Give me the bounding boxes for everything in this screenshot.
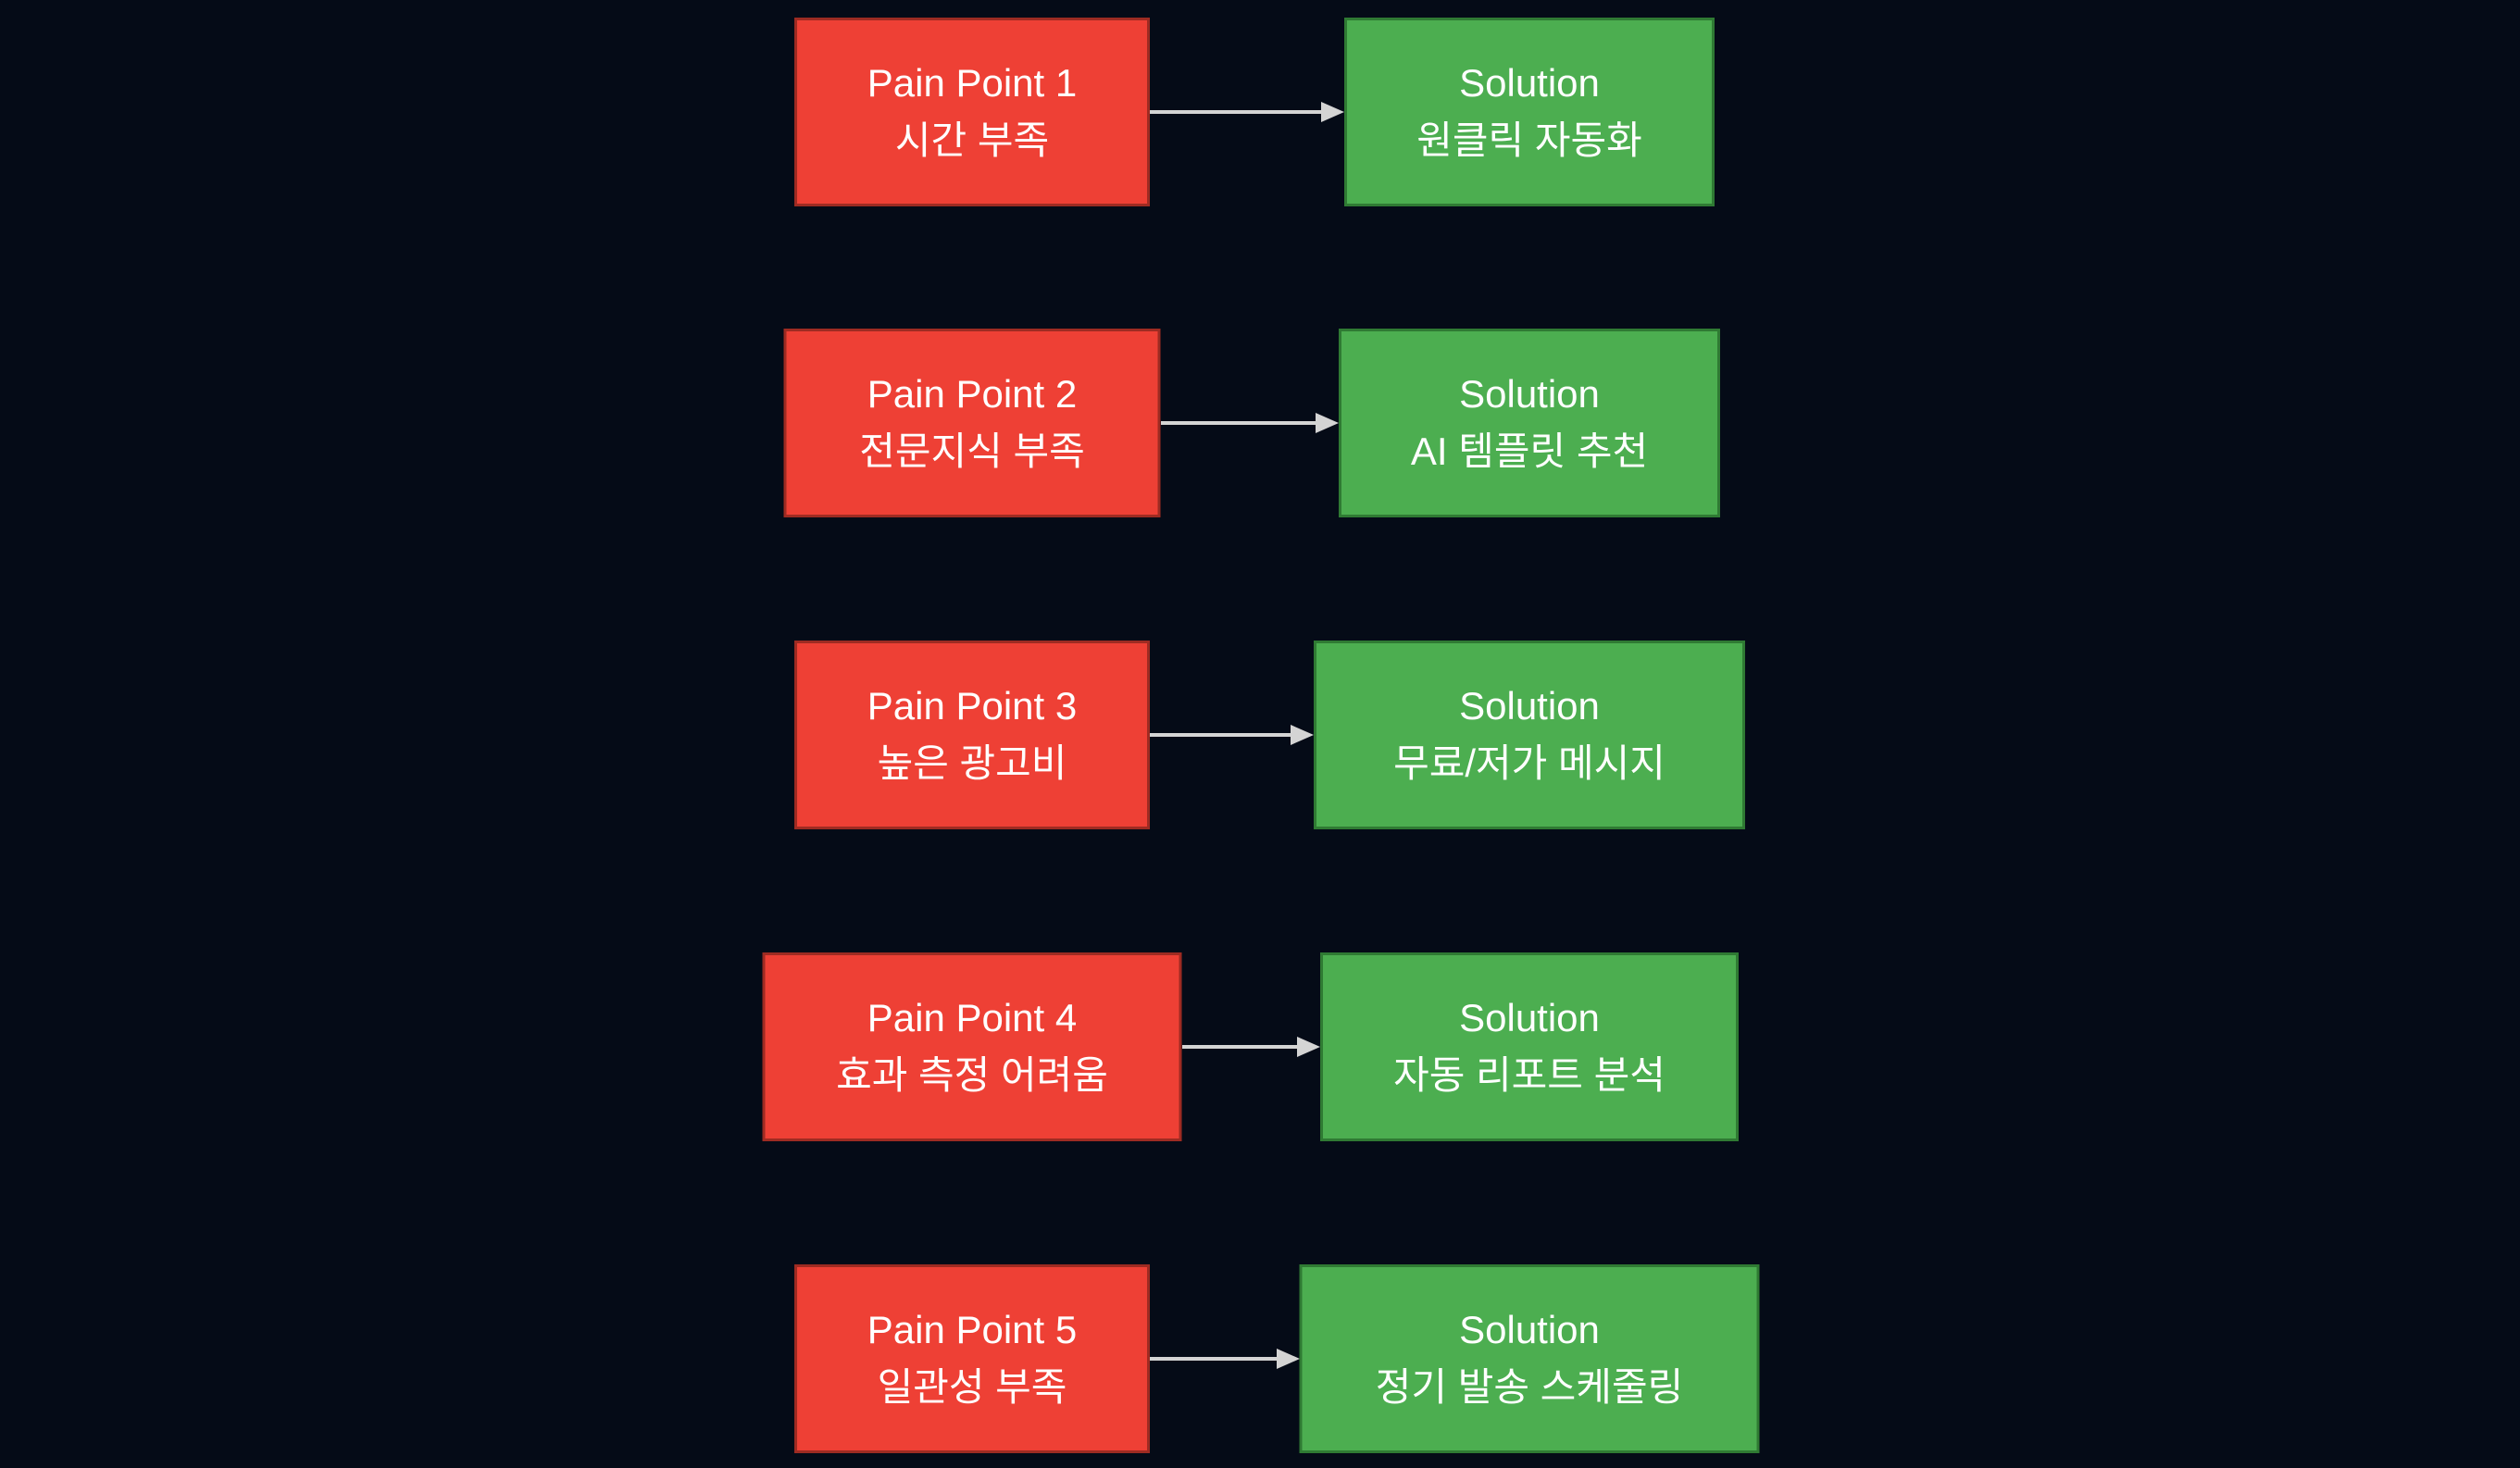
solution-subtitle: 자동 리포트 분석	[1393, 1053, 1665, 1097]
arrow-connector	[1182, 1037, 1320, 1057]
arrow-connector	[1150, 1349, 1300, 1369]
pain-point-subtitle: 효과 측정 어려움	[836, 1053, 1108, 1097]
pain-point-title: Pain Point 2	[867, 372, 1078, 416]
solution-box: Solution AI 템플릿 추천	[1339, 329, 1720, 517]
solution-box: Solution 원클릭 자동화	[1344, 18, 1715, 206]
pain-point-box: Pain Point 2 전문지식 부족	[783, 329, 1161, 517]
solution-subtitle: 무료/저가 메시지	[1393, 741, 1665, 785]
pain-point-subtitle: 높은 광고비	[877, 741, 1067, 785]
solution-box: Solution 무료/저가 메시지	[1314, 641, 1745, 829]
arrow-shaft	[1161, 421, 1316, 425]
pain-point-subtitle: 전문지식 부족	[859, 429, 1085, 473]
arrow-right-icon	[1316, 413, 1339, 433]
arrow-right-icon	[1291, 725, 1314, 745]
pain-point-box: Pain Point 4 효과 측정 어려움	[762, 952, 1182, 1141]
pain-point-box: Pain Point 3 높은 광고비	[794, 641, 1150, 829]
pain-point-subtitle: 일관성 부족	[877, 1365, 1067, 1409]
solution-subtitle: 정기 발송 스케줄링	[1375, 1365, 1684, 1409]
arrow-shaft	[1150, 110, 1321, 114]
pain-solution-row: Pain Point 1 시간 부족 Solution 원클릭 자동화	[0, 18, 2520, 206]
pain-solution-row: Pain Point 3 높은 광고비 Solution 무료/저가 메시지	[0, 641, 2520, 829]
solution-title: Solution	[1459, 372, 1600, 416]
solution-subtitle: AI 템플릿 추천	[1410, 429, 1649, 473]
arrow-connector	[1150, 725, 1314, 745]
arrow-right-icon	[1321, 102, 1344, 122]
arrow-right-icon	[1277, 1349, 1300, 1369]
arrow-connector	[1161, 413, 1339, 433]
pain-point-title: Pain Point 5	[867, 1308, 1078, 1351]
pain-point-title: Pain Point 1	[867, 61, 1078, 105]
arrow-connector	[1150, 102, 1344, 122]
solution-box: Solution 자동 리포트 분석	[1320, 952, 1739, 1141]
solution-subtitle: 원클릭 자동화	[1416, 118, 1642, 162]
pain-solution-row: Pain Point 4 효과 측정 어려움 Solution 자동 리포트 분…	[0, 952, 2520, 1141]
pain-point-box: Pain Point 1 시간 부족	[794, 18, 1150, 206]
solution-box: Solution 정기 발송 스케줄링	[1299, 1264, 1760, 1453]
pain-point-title: Pain Point 3	[867, 684, 1078, 728]
solution-title: Solution	[1459, 61, 1600, 105]
arrow-shaft	[1182, 1045, 1297, 1049]
pain-solution-row: Pain Point 5 일관성 부족 Solution 정기 발송 스케줄링	[0, 1264, 2520, 1453]
pain-point-title: Pain Point 4	[867, 996, 1078, 1039]
pain-point-box: Pain Point 5 일관성 부족	[794, 1264, 1150, 1453]
arrow-shaft	[1150, 1357, 1277, 1361]
solution-title: Solution	[1459, 1308, 1600, 1351]
pain-point-subtitle: 시간 부족	[894, 118, 1050, 162]
solution-title: Solution	[1459, 684, 1600, 728]
arrow-shaft	[1150, 733, 1291, 737]
solution-title: Solution	[1459, 996, 1600, 1039]
arrow-right-icon	[1297, 1037, 1320, 1057]
pain-solution-row: Pain Point 2 전문지식 부족 Solution AI 템플릿 추천	[0, 329, 2520, 517]
